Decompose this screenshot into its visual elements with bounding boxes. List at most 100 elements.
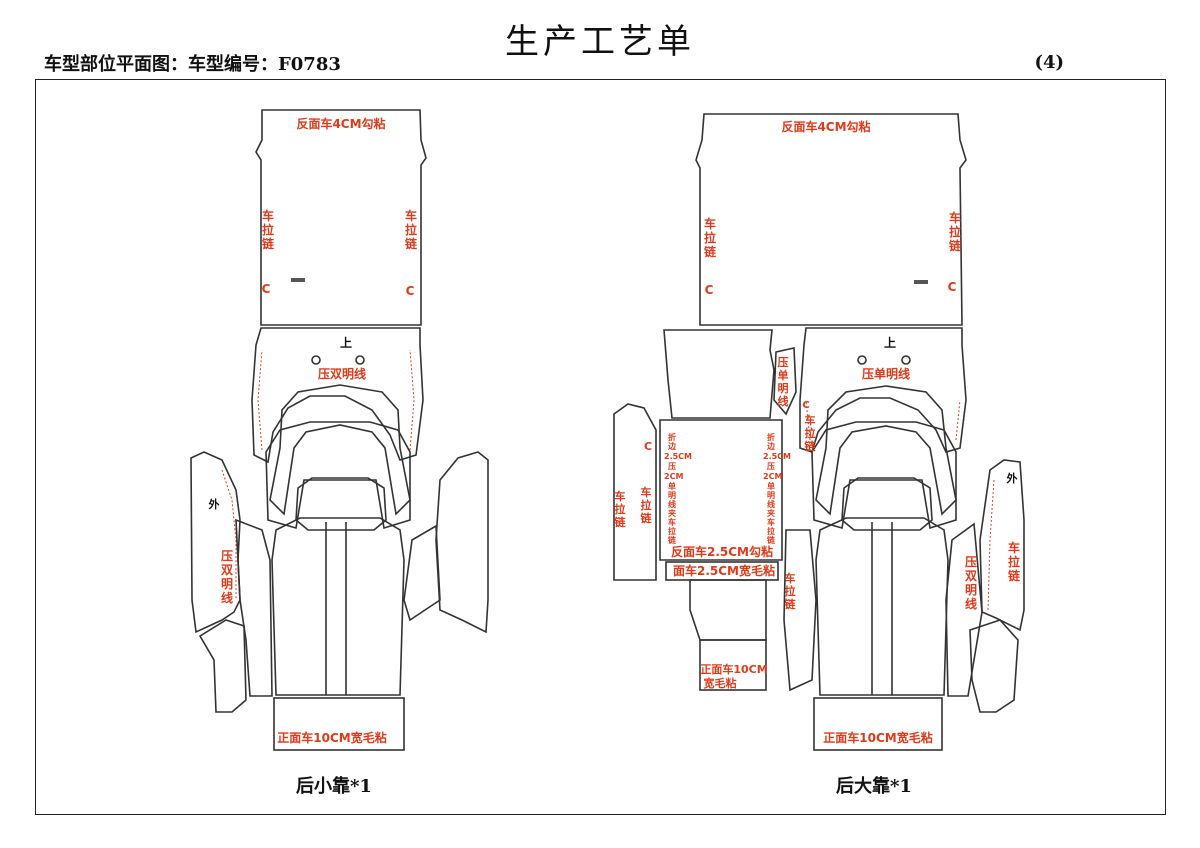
left-pattern: 反面车4CM勾粘 车 拉 链 车 拉 链 C C 上 压双明线 外 压 双 明 … [190,109,489,751]
left-zip-left-3: 链 [262,236,275,251]
right-back-panel [799,327,967,454]
left-center-panel [271,517,405,696]
right-stitch-label: 压单明线 [862,366,910,381]
right-top-panel [695,113,967,326]
right-side-zip-2: 拉 [1008,554,1020,569]
mid-main-piece [659,419,783,561]
left-bottom-label: 正面车10CM宽毛粘 [277,730,386,745]
document-title: 生产工艺单 [505,22,695,62]
mid-glue-label: 反面车2.5CM勾粘 [671,544,773,559]
svg-text:单: 单 [767,481,775,491]
left-wing-left [190,451,241,634]
right-side-stitch-2: 双 [965,569,977,583]
right-zip-left-3: 链 [704,244,717,259]
right-wing-right-stitch [987,479,995,611]
mid-leaf-label-4: 线 [778,394,789,408]
left-wing-right-gusset [403,524,441,622]
mid-wide-label: 面车2.5CM宽毛粘 [673,563,775,578]
right-bottom-strip [813,697,943,751]
mid-right-zip-b: 拉 [785,584,796,598]
mid-leaf-label-1: 压 [778,355,789,369]
left-wing-left-gusset [235,518,273,697]
right-pattern: 反面车4CM勾粘 车 拉 链 车 拉 链 C C 上 压单明线 C 车 拉 链 … [695,113,1025,751]
mid-leaf-label-3: 明 [778,382,789,395]
svg-text:线: 线 [668,499,676,509]
left-top-panel-label: 反面车4CM勾粘 [296,116,385,131]
right-wing-right [979,459,1025,632]
left-bottom-strip [273,697,405,751]
left-wing-right [435,451,489,634]
right-c-zip-3: 链 [805,439,817,453]
svg-text:2.5CM: 2.5CM [664,452,692,461]
right-mark-c-left: C [705,283,714,297]
right-zip-right-1: 车 [949,210,961,225]
right-wing-right-gusset [945,522,983,697]
svg-text:折: 折 [767,432,775,442]
right-notch-mark [914,280,928,284]
left-top-panel [255,109,427,326]
left-wing-left-foot [198,619,247,713]
left-side-stitch-4: 线 [221,590,233,605]
left-back-stitch [257,349,415,451]
mid-strip-zip1-a: 车 [615,489,626,503]
svg-text:2CM: 2CM [664,472,683,481]
svg-text:明: 明 [767,491,775,500]
mid-bottom-label-2: 宽毛粘 [703,676,737,690]
right-side-stitch-1: 压 [965,555,977,569]
svg-text:拉: 拉 [668,526,676,536]
svg-text:压: 压 [668,462,676,471]
svg-text:2.5CM: 2.5CM [763,452,791,461]
left-arch-inner [265,421,411,530]
right-side-stitch-3: 明 [965,583,977,597]
left-top-mark: 上 [340,335,352,350]
left-stitch-label: 压双明线 [318,366,366,381]
svg-text:明: 明 [668,491,676,500]
right-side-zip-3: 链 [1008,568,1021,583]
mid-strip-left [613,403,657,581]
right-zip-left-2: 拉 [704,230,716,245]
svg-text:线: 线 [767,499,775,509]
svg-text:夹: 夹 [767,508,775,518]
left-zip-right-2: 拉 [405,222,417,237]
right-caption: 后大靠*1 [836,776,912,797]
left-side-stitch-2: 双 [221,563,233,577]
mid-strip-mark: C [644,440,652,453]
left-outer-label: 外 [208,497,220,511]
right-arch-small [841,477,933,531]
left-zip-right-3: 链 [405,236,418,251]
left-wing-left-stitch [221,469,237,600]
right-center-panel [815,517,949,696]
right-mark-c-right: C [948,280,957,294]
left-back-panel [251,327,424,464]
right-bottom-label: 正面车10CM宽毛粘 [823,730,932,745]
right-c-zip-2: 拉 [805,426,816,440]
right-hole-1 [857,355,867,365]
right-zip-right-2: 拉 [949,224,961,239]
left-zip-right-1: 车 [405,208,417,223]
right-top-mark: 上 [884,335,896,350]
svg-text:车: 车 [767,517,775,527]
left-hole-2 [355,355,365,365]
mid-strip-zip2-a: 车 [641,485,652,499]
svg-text:链: 链 [767,535,776,545]
svg-text:拉: 拉 [767,526,775,536]
left-zip-left-2: 拉 [262,222,274,237]
left-arch-small [295,477,387,531]
svg-text:单: 单 [668,481,676,491]
svg-text:边: 边 [766,441,776,451]
right-arch-inner [811,421,957,530]
left-hole-1 [311,355,321,365]
mid-bottom-piece [699,639,767,691]
mid-top-piece [663,329,775,419]
right-outer-label: 外 [1006,471,1018,485]
svg-text:链: 链 [668,535,677,545]
mid-lower-piece [689,579,767,641]
right-top-panel-label: 反面车4CM勾粘 [781,119,870,134]
mid-strip-zip1-c: 链 [615,515,627,529]
model-subtitle: 车型部位平面图：车型编号：F0783 [44,54,341,75]
drawing-frame [35,79,1166,815]
left-side-stitch-1: 压 [221,549,233,563]
